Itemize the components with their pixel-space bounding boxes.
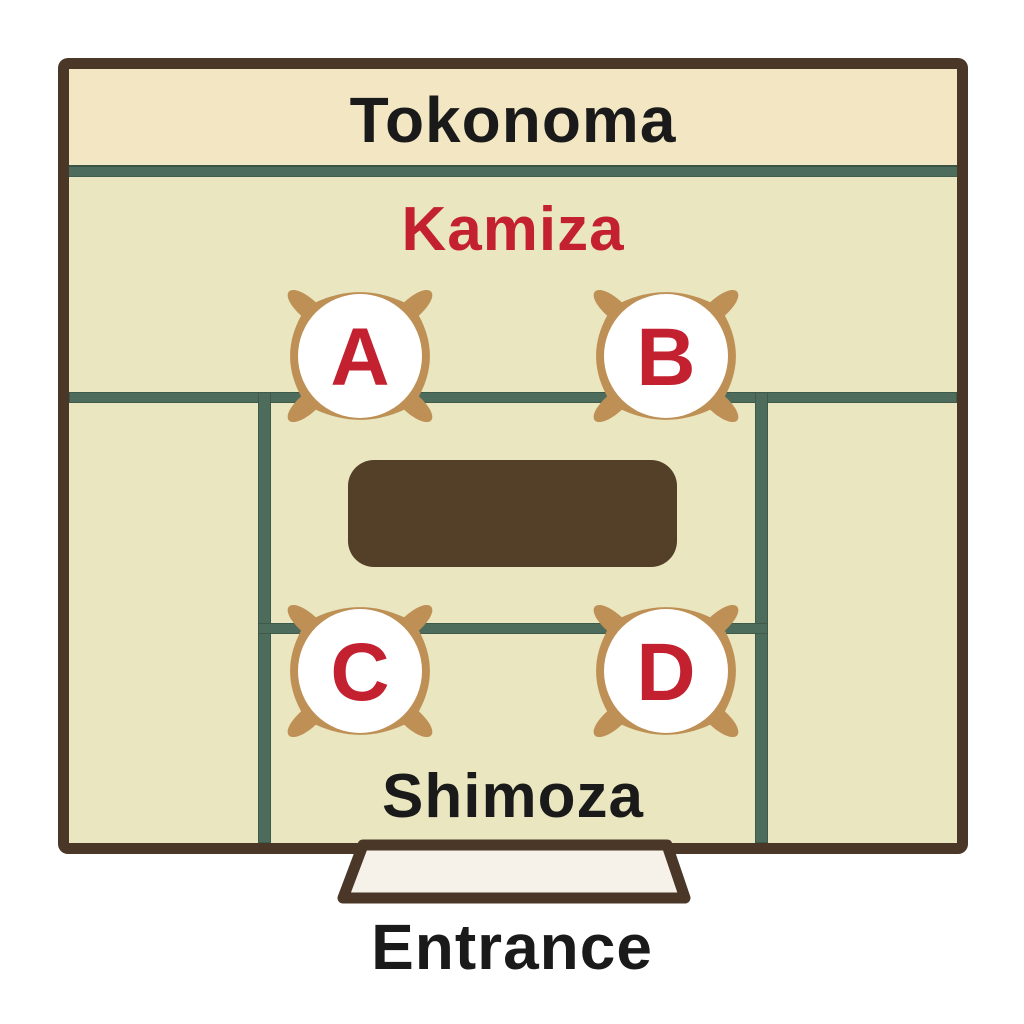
seat-cushion-a: A: [268, 272, 452, 440]
tatami-seam-horizontal-main: [69, 392, 957, 403]
shimoza-label: Shimoza: [382, 762, 644, 831]
tatami-seam-vertical-right: [755, 392, 768, 843]
tokonoma-area: [69, 69, 957, 165]
tokonoma-divider-line: [69, 165, 957, 177]
seat-marker: C: [298, 609, 422, 733]
seat-letter: D: [636, 627, 696, 718]
seat-cushion-c: C: [268, 587, 452, 755]
low-table: [348, 460, 677, 567]
seat-letter: B: [636, 312, 696, 403]
seat-marker: A: [298, 294, 422, 418]
tokonoma-label: Tokonoma: [349, 84, 677, 156]
tatami-seam-vertical-left: [258, 392, 271, 843]
seat-marker: D: [604, 609, 728, 733]
kamiza-label: Kamiza: [401, 195, 625, 264]
room-outline: Tokonoma Kamiza A B C: [58, 58, 968, 854]
seat-marker: B: [604, 294, 728, 418]
seat-letter: C: [330, 627, 390, 718]
seat-letter: A: [330, 312, 390, 403]
tatami-seam-horizontal-mid: [258, 623, 768, 634]
seat-cushion-b: B: [574, 272, 758, 440]
entrance-label: Entrance: [371, 911, 653, 983]
entrance-doorway: [337, 839, 691, 904]
seat-cushion-d: D: [574, 587, 758, 755]
